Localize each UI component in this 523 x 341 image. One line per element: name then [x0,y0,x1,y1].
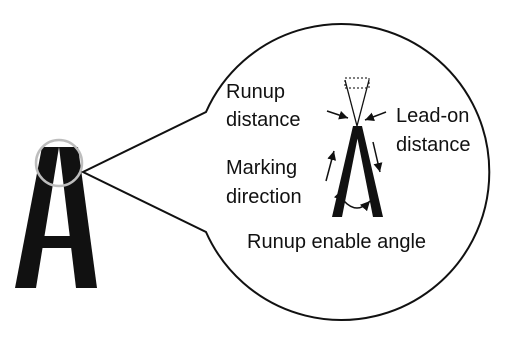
leadon-distance-label-line1: Lead-on [396,105,469,127]
runup-line-left [344,79,358,127]
runup-pointer-arrow [326,110,349,120]
zoomed-stroke-detail [332,77,383,217]
callout-bubble [80,23,491,321]
highlight-ring [34,138,84,188]
enable-angle-arc [333,190,371,212]
marking-direction-label-line1: Marking [226,157,297,179]
runup-line-right [356,79,370,127]
marking-direction-label-line2: direction [226,186,302,208]
marking-return-arrow [372,141,383,173]
marking-direction-arrow [325,150,337,182]
letter-a-right-leg [59,147,97,288]
leadon-distance-label-line2: distance [396,134,471,156]
leadon-pointer-arrow [364,111,387,122]
letter-a-crossbar [35,236,81,248]
runup-enable-angle-label: Runup enable angle [247,231,426,253]
marked-stroke-right [355,126,383,217]
dotted-guide-box [344,77,370,89]
runup-distance-label-line2: distance [226,109,301,131]
runup-distance-label-line1: Runup [226,81,285,103]
pointer-arrows [325,110,387,182]
magnifier-callout [34,23,491,321]
pixel-letter-a [15,147,97,288]
